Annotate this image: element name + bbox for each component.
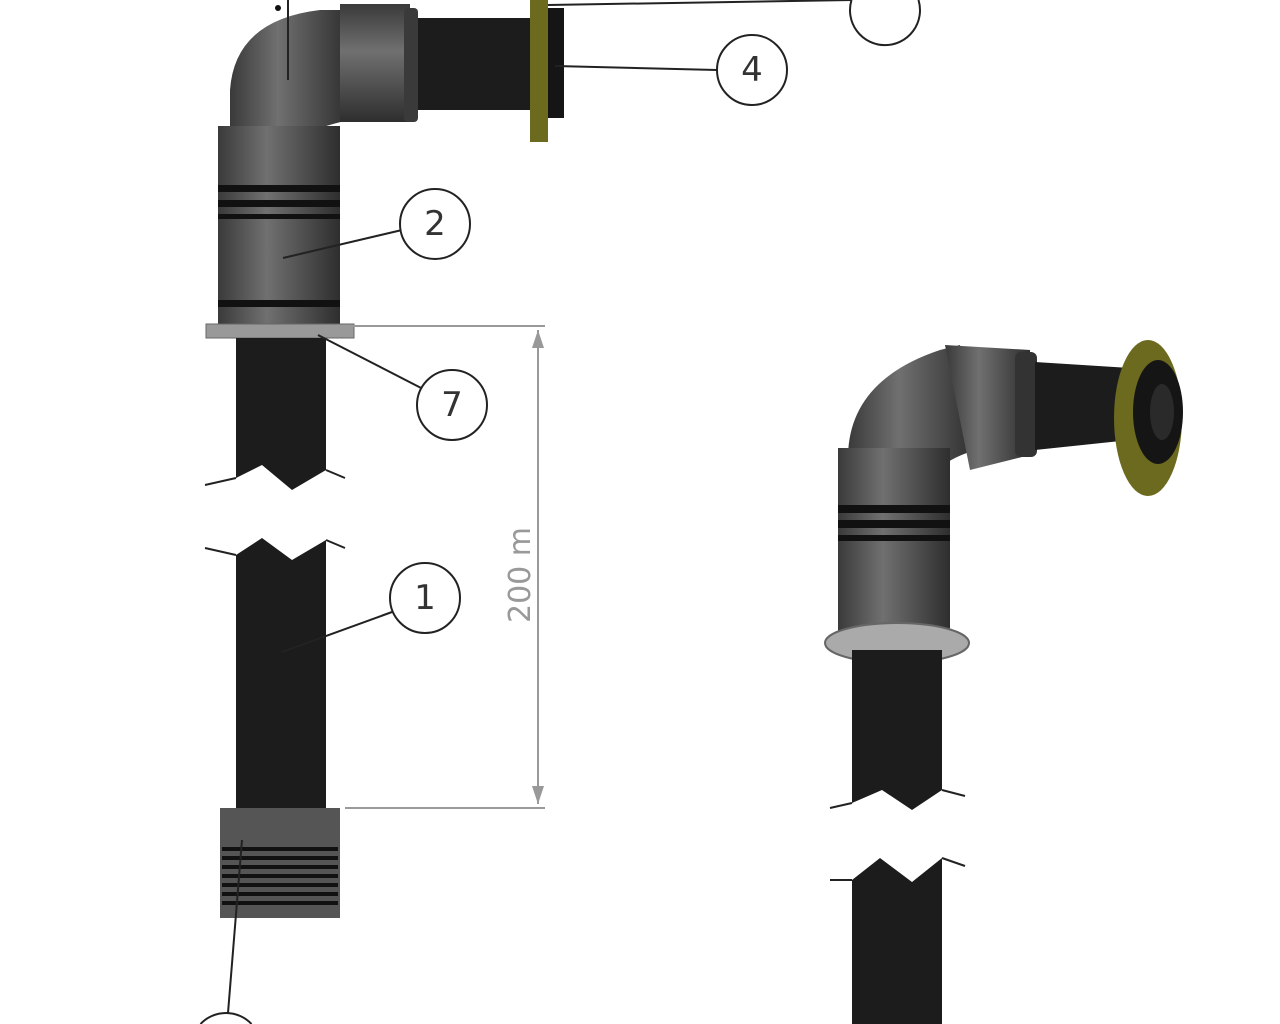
iso-socket xyxy=(945,345,1030,470)
balloon-1-label: 1 xyxy=(414,578,436,618)
elbow-socket-horizontal xyxy=(340,4,410,122)
coupling xyxy=(218,126,340,326)
leader-7 xyxy=(317,334,426,391)
break-lines xyxy=(204,469,346,556)
balloon-2: 2 xyxy=(399,188,471,260)
balloon-partial-top xyxy=(849,0,921,47)
iso-break-lines xyxy=(829,789,966,881)
dimension-200m: 200 m xyxy=(345,325,545,809)
leader-2 xyxy=(282,229,403,259)
balloon-partial-bottom xyxy=(199,1011,253,1024)
leader-top-right xyxy=(547,0,853,6)
leader-4 xyxy=(554,65,718,71)
support-plate xyxy=(205,323,355,339)
elbow-fitting xyxy=(230,10,350,150)
dimension-label: 200 m xyxy=(503,527,538,623)
horizontal-pipe xyxy=(418,18,533,110)
front-view: 200 m 4 2 7 1 xyxy=(199,0,921,1024)
isometric-view xyxy=(824,340,1183,1024)
balloon-7: 7 xyxy=(416,369,488,441)
strainer-slots xyxy=(222,847,338,905)
balloon-4-label: 4 xyxy=(741,50,763,90)
iso-ring xyxy=(1015,352,1037,457)
iso-elbow xyxy=(848,345,975,470)
leader-1 xyxy=(281,611,393,653)
vertical-pipe-upper xyxy=(236,338,326,490)
balloon-7-label: 7 xyxy=(441,385,463,425)
leader-bottom xyxy=(227,839,243,1014)
iso-flange-bore xyxy=(1150,384,1174,440)
coupling-grooves xyxy=(218,185,340,307)
iso-horizontal-pipe xyxy=(1035,362,1130,450)
flange-outlet xyxy=(548,8,564,118)
flange xyxy=(530,0,548,142)
socket-ring xyxy=(404,8,418,122)
leader-dot xyxy=(275,5,281,11)
iso-pipe-upper xyxy=(852,650,942,810)
balloon-2-label: 2 xyxy=(424,204,446,244)
balloon-1: 1 xyxy=(389,562,461,634)
iso-coupling-grooves xyxy=(838,505,950,541)
balloon-4: 4 xyxy=(716,34,788,106)
vertical-pipe-lower xyxy=(236,538,326,810)
iso-pipe-lower xyxy=(852,858,942,1024)
